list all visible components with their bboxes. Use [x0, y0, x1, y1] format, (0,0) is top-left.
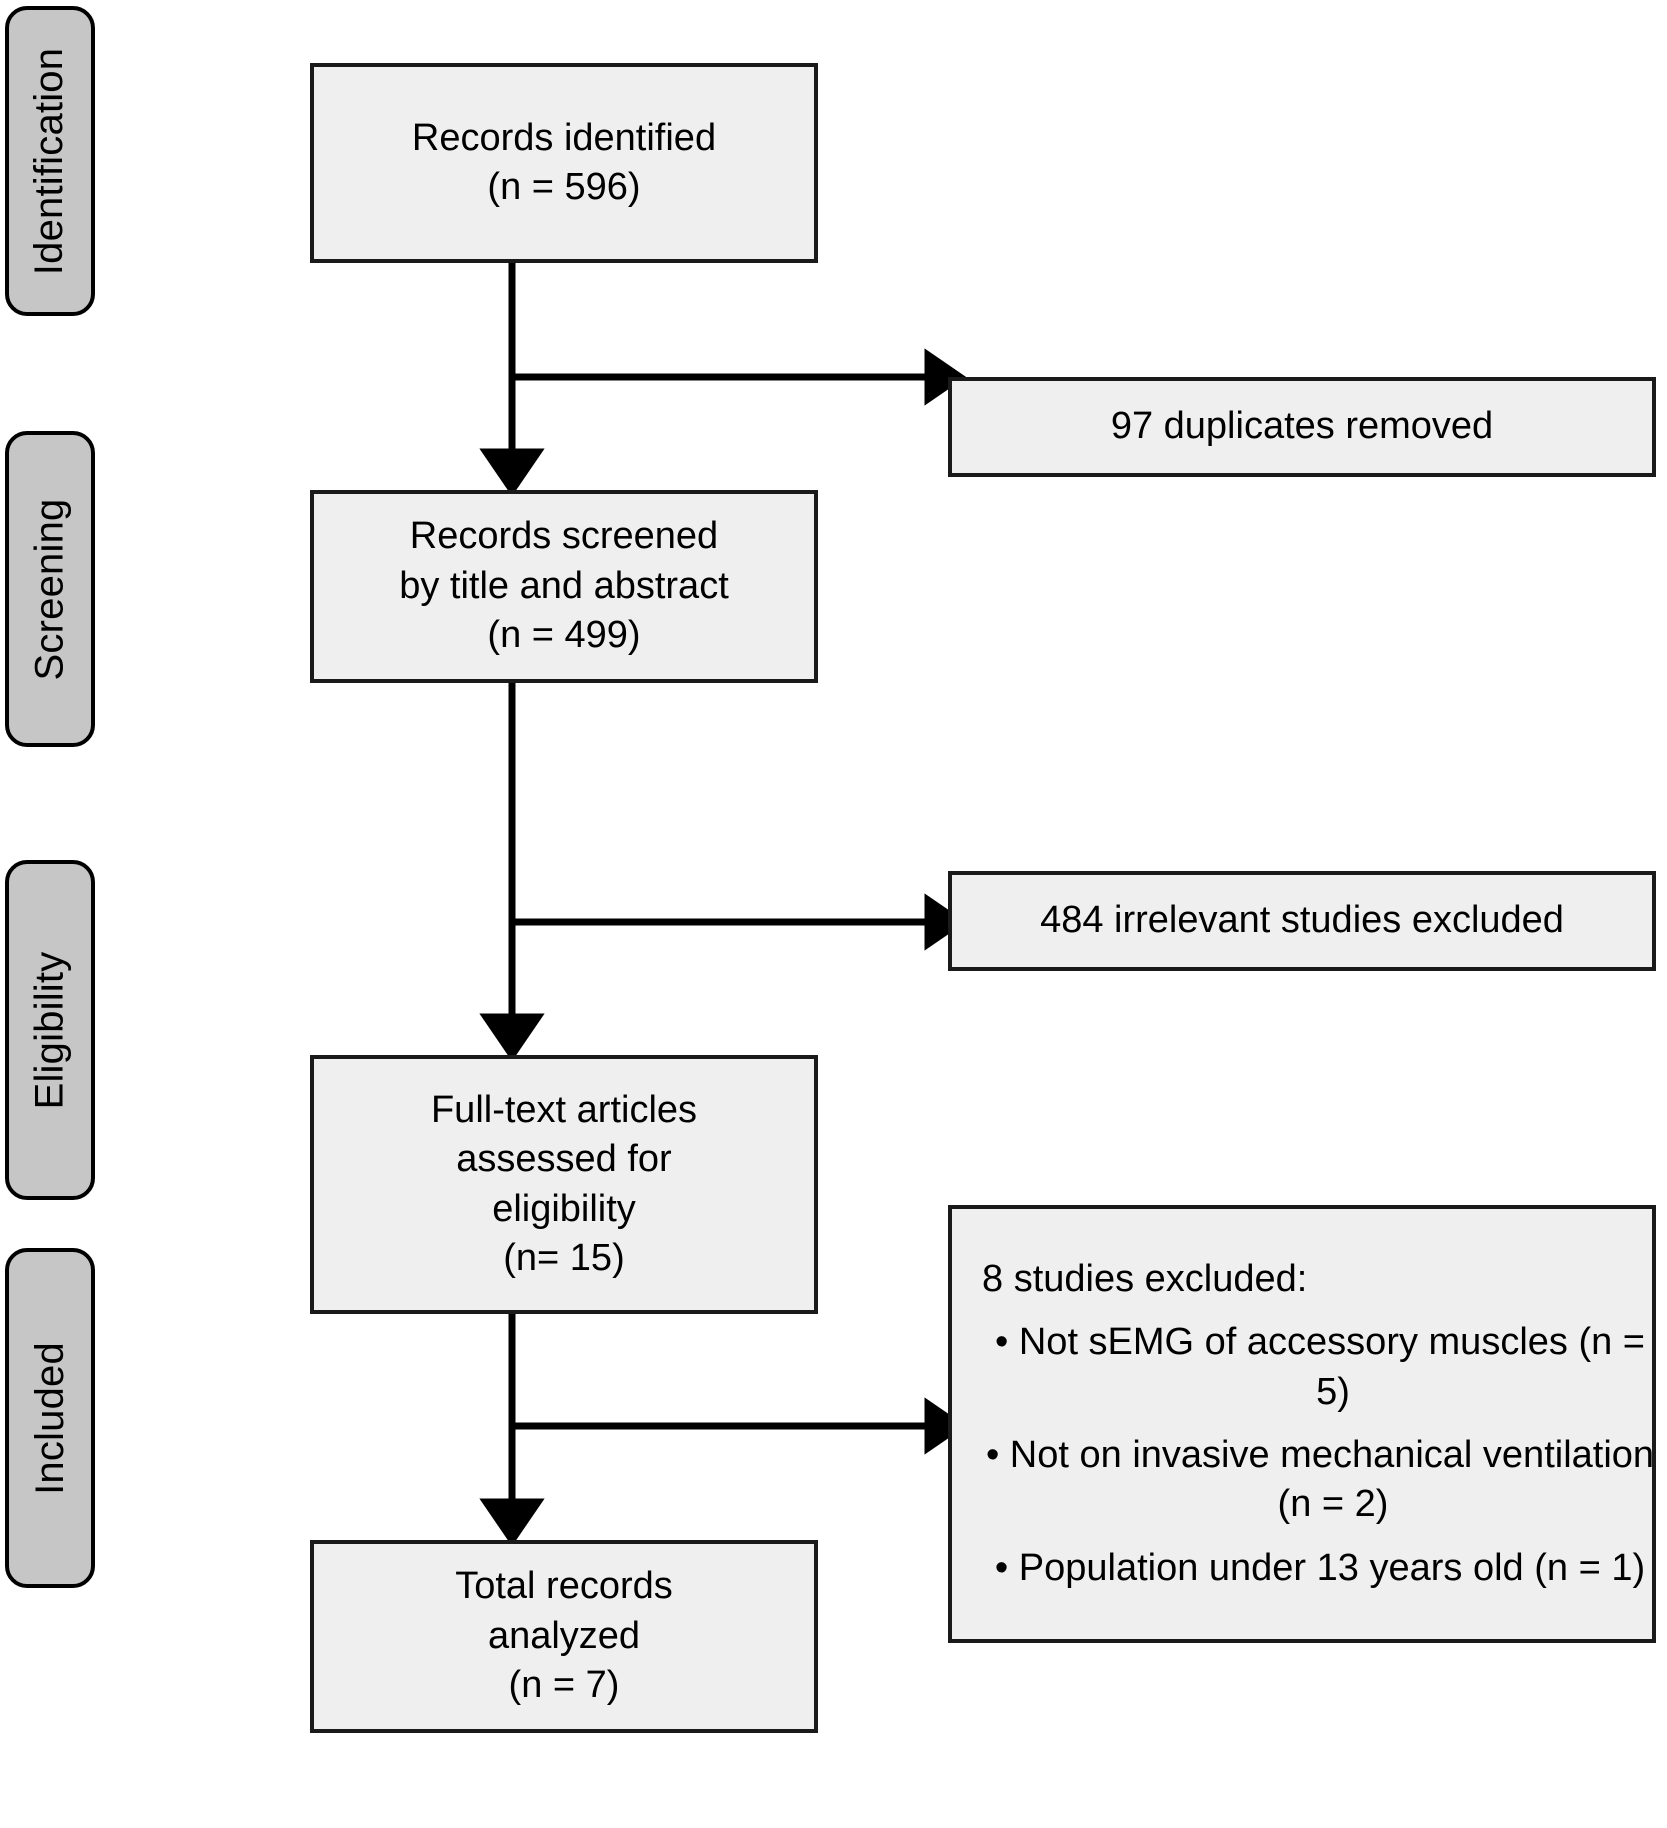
duplicates-removed-label: 97 duplicates removed	[1110, 405, 1494, 448]
total-analyzed-line-2: analyzed	[487, 1614, 641, 1657]
fulltext-assessed-line-2: assessed for	[456, 1138, 672, 1181]
irrelevant-excluded-label: 484 irrelevant studies excluded	[1040, 899, 1564, 942]
stage-label-included-text: Included	[27, 1341, 72, 1495]
stage-label-screening: Screening	[5, 431, 95, 747]
studies-excluded-bullet-2: • Not on invasive mechanical ventilation…	[985, 1434, 1655, 1526]
stage-label-identification-text: Identification	[27, 47, 72, 275]
fulltext-assessed-count: (n= 15)	[503, 1236, 625, 1279]
stage-label-screening-text: Screening	[27, 498, 72, 680]
records-identified-count: (n = 596)	[487, 166, 641, 208]
studies-excluded-header: 8 studies excluded:	[982, 1257, 1308, 1300]
records-identified-line-1: Records identified	[411, 116, 717, 159]
box-fulltext-assessed: Full-text articles assessed for eligibil…	[310, 1055, 818, 1314]
fulltext-assessed-line-1: Full-text articles	[430, 1088, 698, 1131]
box-duplicates-removed: 97 duplicates removed	[948, 377, 1656, 477]
box-total-analyzed: Total records analyzed (n = 7)	[310, 1540, 818, 1733]
records-screened-line-1: Records screened	[409, 515, 719, 558]
box-records-identified: Records identified (n = 596)	[310, 63, 818, 263]
box-irrelevant-excluded: 484 irrelevant studies excluded	[948, 871, 1656, 971]
box-records-screened: Records screened by title and abstract (…	[310, 490, 818, 683]
stage-label-eligibility-text: Eligibility	[27, 951, 72, 1109]
box-studies-excluded: 8 studies excluded: • Not sEMG of access…	[948, 1205, 1656, 1643]
stage-label-eligibility: Eligibility	[5, 860, 95, 1200]
total-analyzed-line-1: Total records	[455, 1565, 673, 1608]
studies-excluded-bullet-1: • Not sEMG of accessory muscles (n = 5)	[995, 1321, 1645, 1413]
records-screened-line-2: by title and abstract	[399, 564, 729, 607]
stage-label-included: Included	[5, 1248, 95, 1588]
fulltext-assessed-line-3: eligibility	[492, 1187, 636, 1230]
stage-label-identification: Identification	[5, 6, 95, 316]
studies-excluded-bullet-3: • Population under 13 years old (n = 1)	[994, 1546, 1646, 1589]
records-screened-count: (n = 499)	[487, 614, 641, 657]
total-analyzed-count: (n = 7)	[508, 1664, 620, 1707]
